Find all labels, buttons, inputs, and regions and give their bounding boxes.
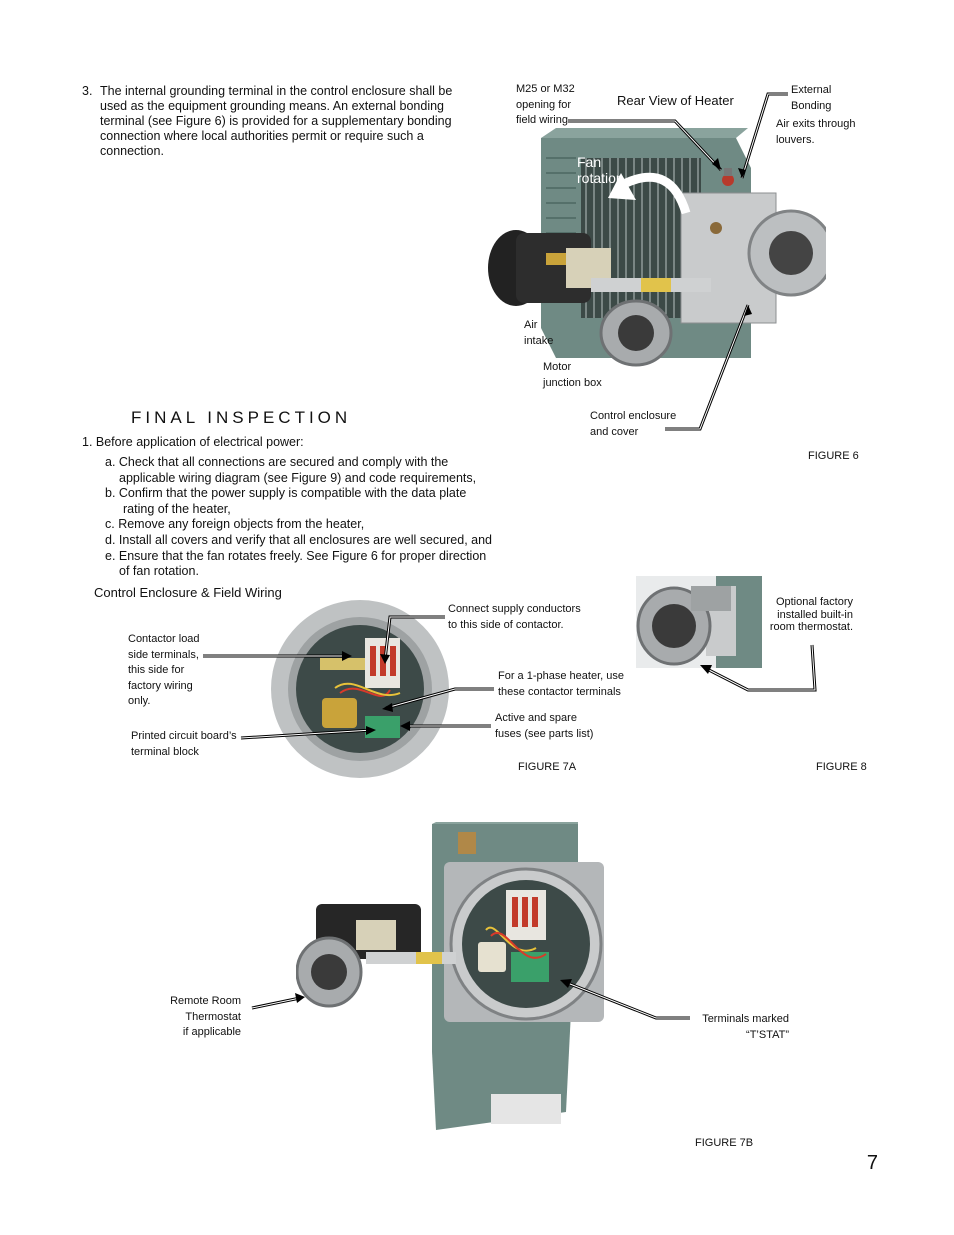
label-control-enclosure: Control enclosure and cover [590,410,677,438]
step-e-line-1: e. Ensure that the fan rotates freely. S… [105,549,487,563]
label-air-intake: Air intake [524,319,554,347]
built-in-thermostat-illustration [636,576,762,668]
step-d: d. Install all covers and verify that al… [105,533,492,547]
heater-front-view-illustration [296,822,604,1130]
figure-7a-title: Control Enclosure & Field Wiring [94,585,282,600]
figure-7b-photo [296,822,610,1132]
figure-8-caption: FIGURE 8 [816,761,867,773]
item-number: 3. [82,84,93,98]
figure-7a-photo [270,598,450,780]
figure-7a-caption: FIGURE 7A [518,761,577,773]
label-remote-thermostat: Remote Room Thermostat if applicable [170,995,241,1038]
fan-rotation-label: Fan rotation [577,154,624,186]
label-1-phase: For a 1-phase heater, use these contacto… [498,670,624,698]
heater-rear-view-illustration [488,128,826,367]
control-enclosure-illustration [271,600,449,778]
label-air-exits: Air exits through louvers. [776,118,856,146]
label-contactor-load-side: Contactor load side terminals, this side… [128,633,200,707]
label-motor-junction-box: Motor junction box [543,361,602,389]
step-a-line-1: a. Check that all connections are secure… [105,455,449,469]
figure-7b-caption: FIGURE 7B [695,1137,754,1149]
label-field-wiring-opening: M25 or M32 opening for field wiring [516,83,575,126]
step-c: c. Remove any foreign objects from the h… [105,517,365,531]
label-supply-conductors: Connect supply conductors to this side o… [448,603,581,631]
label-optional-thermostat: Optional factory installed built-in room… [769,596,853,633]
label-pcb-terminal-block: Printed circuit board’s terminal block [131,730,237,758]
section-item-3: 3. The internal grounding terminal in th… [82,84,462,159]
label-external-bonding: External Bonding [791,84,832,112]
label-rear-view: Rear View of Heater [617,93,734,108]
item-text: The internal grounding terminal in the c… [100,84,453,158]
figure-6-photo [486,128,826,378]
final-inspection-item-1: 1. Before application of electrical powe… [82,435,304,449]
label-fuses: Active and spare fuses (see parts list) [495,712,594,740]
label-terminals-tstat: Terminals marked “T’STAT” [702,1013,789,1041]
step-b-line-1: b. Confirm that the power supply is comp… [105,486,467,500]
step-a-line-2: applicable wiring diagram (see Figure 9)… [119,471,477,485]
final-inspection-heading: FINAL INSPECTION [131,408,352,427]
figure-8-photo [636,576,762,668]
page-number: 7 [866,1152,878,1174]
step-e-line-2: of fan rotation. [119,564,199,578]
step-b-line-2: rating of the heater, [123,502,231,516]
figure-6-caption: FIGURE 6 [808,450,859,462]
